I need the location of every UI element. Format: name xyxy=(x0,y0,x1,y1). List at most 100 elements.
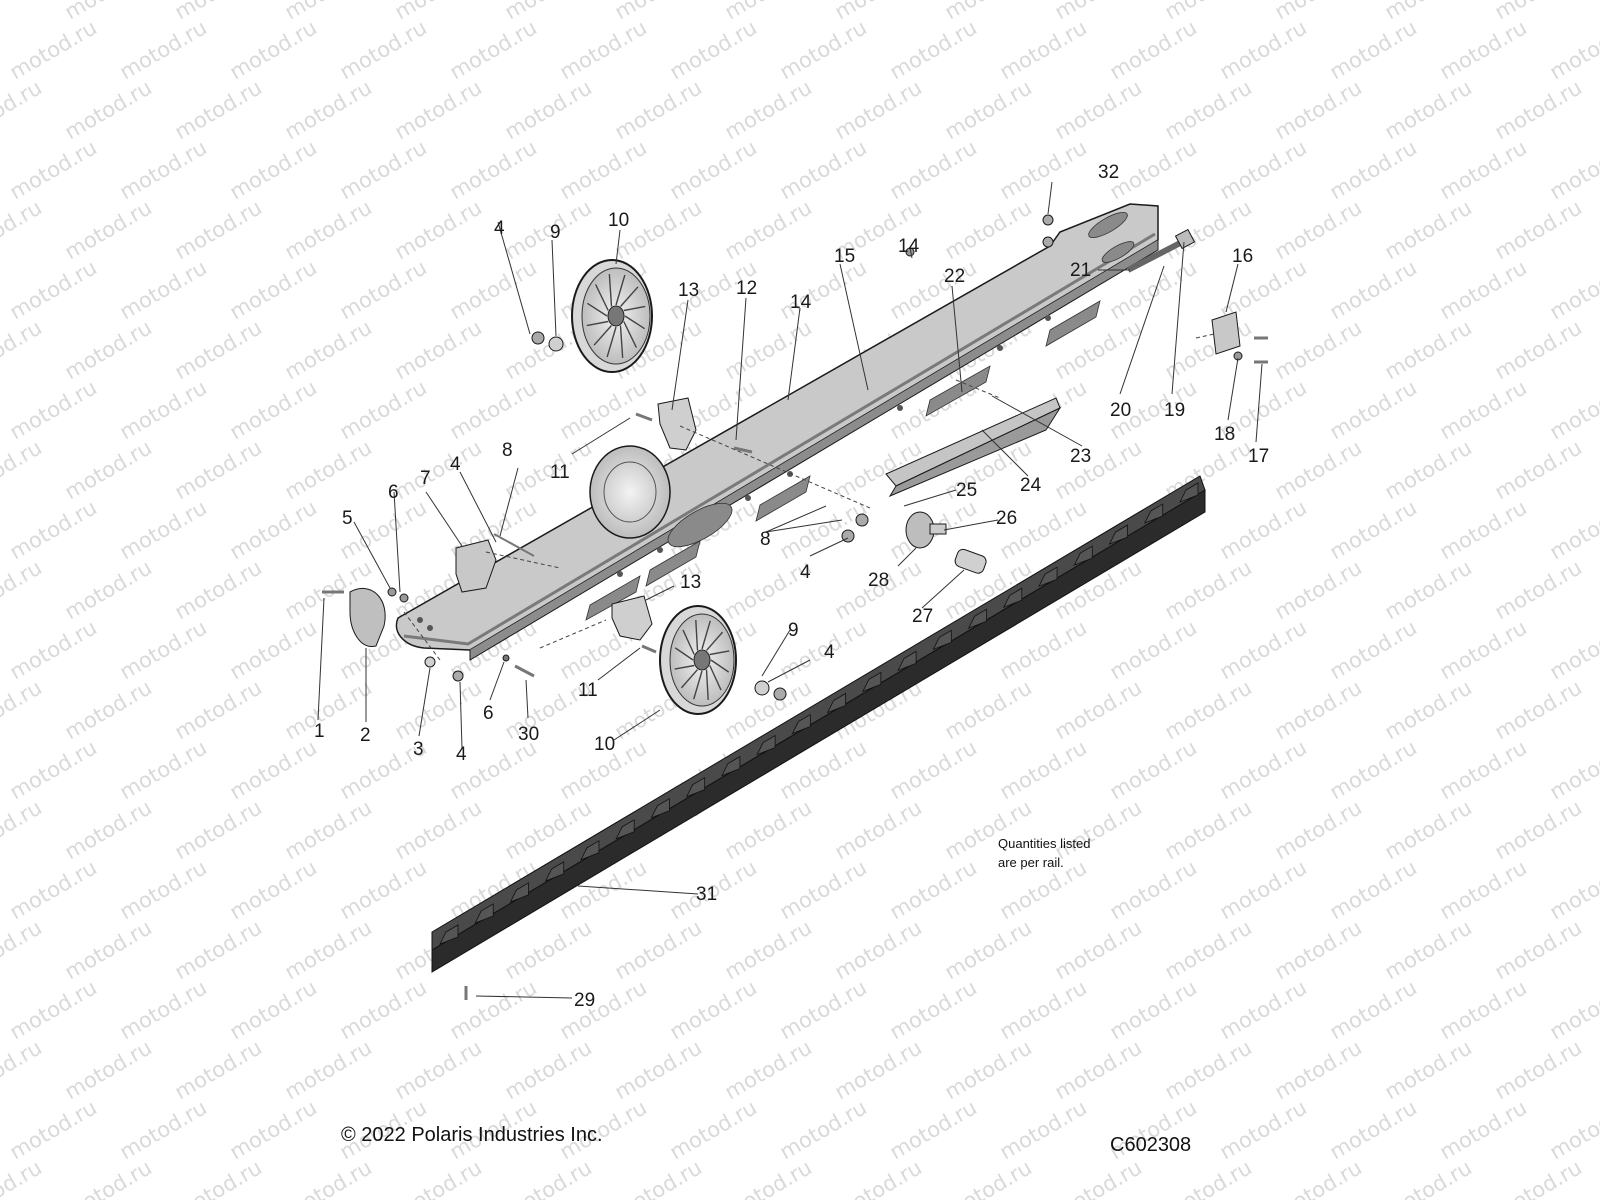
hardware-parts xyxy=(322,214,1268,1000)
watermark-text: motod.ru xyxy=(1106,615,1201,684)
callout-1: 1 xyxy=(314,721,325,742)
watermark-text: motod.ru xyxy=(116,135,211,204)
watermark-text: motod.ru xyxy=(501,915,596,984)
watermark-text: motod.ru xyxy=(6,855,101,924)
watermark-text: motod.ru xyxy=(1491,435,1586,504)
watermark-text: motod.ru xyxy=(336,855,431,924)
watermark-text: motod.ru xyxy=(281,315,376,384)
wheel-spoke xyxy=(680,669,699,689)
watermark-text: motod.ru xyxy=(831,915,926,984)
watermark-text: motod.ru xyxy=(1381,75,1476,144)
watermark-text: motod.ru xyxy=(1161,75,1256,144)
watermark-text: motod.ru xyxy=(1326,135,1421,204)
wear-strip-tooth xyxy=(1002,587,1023,608)
watermark-text: motod.ru xyxy=(1546,735,1600,804)
watermark-text: motod.ru xyxy=(886,135,981,204)
wheel-spoke xyxy=(593,325,613,346)
watermark-text: motod.ru xyxy=(281,1035,376,1104)
callout-5: 5 xyxy=(342,508,353,529)
watermark-text: motod.ru xyxy=(1381,795,1476,864)
wheel-spoke xyxy=(693,670,703,700)
watermark-text: motod.ru xyxy=(886,735,981,804)
watermark-text: motod.ru xyxy=(171,315,266,384)
watermark-text: motod.ru xyxy=(1106,855,1201,924)
watermark-text: motod.ru xyxy=(1326,255,1421,324)
watermark-text: motod.ru xyxy=(226,255,321,324)
watermark-text: motod.ru xyxy=(61,0,156,24)
watermark-text: motod.ru xyxy=(1161,0,1256,24)
watermark-text: motod.ru xyxy=(611,1155,706,1200)
watermark-text: motod.ru xyxy=(171,675,266,744)
watermark-text: motod.ru xyxy=(1051,75,1146,144)
watermark-text: motod.ru xyxy=(1491,555,1586,624)
watermark-text: motod.ru xyxy=(1161,315,1256,384)
wheel-spoke xyxy=(608,274,613,307)
watermark-text: motod.ru xyxy=(996,15,1091,84)
watermark-text: motod.ru xyxy=(1491,315,1586,384)
callout-4b: 4 xyxy=(824,642,835,663)
watermark-text: motod.ru xyxy=(941,915,1036,984)
watermark-text: motod.ru xyxy=(1161,795,1256,864)
watermark-text: motod.ru xyxy=(391,315,486,384)
leader-lines xyxy=(317,181,1263,999)
watermark-text: motod.ru xyxy=(611,75,706,144)
watermark-text: motod.ru xyxy=(1436,615,1531,684)
watermark-text: motod.ru xyxy=(721,75,816,144)
watermark-text: motod.ru xyxy=(0,435,46,504)
watermark-text: motod.ru xyxy=(391,75,486,144)
watermark-text: motod.ru xyxy=(611,915,706,984)
watermark-text: motod.ru xyxy=(1271,1155,1366,1200)
callout-30: 30 xyxy=(518,724,539,745)
callout-11b: 11 xyxy=(550,462,570,483)
callout-15: 15 xyxy=(834,246,855,267)
watermark-text: motod.ru xyxy=(1051,915,1146,984)
wheel-spoke xyxy=(619,325,624,358)
callout-labels: 1 2 3 4 6 30 10 11 9 4 13 11 13 12 14 15… xyxy=(314,162,1269,1011)
watermark-text: motod.ru xyxy=(1216,495,1311,564)
callout-4a: 4 xyxy=(456,744,467,765)
watermark-text: motod.ru xyxy=(941,1155,1036,1200)
wear-strip-tooth xyxy=(791,713,811,735)
watermark-text: motod.ru xyxy=(446,975,541,1044)
watermark-text: motod.ru xyxy=(0,795,46,864)
wear-strip-tooth xyxy=(897,650,917,672)
callout-14b: 14 xyxy=(898,236,920,257)
callout-8a: 8 xyxy=(502,440,513,461)
watermark-text: motod.ru xyxy=(1161,1155,1256,1200)
watermark-text: motod.ru xyxy=(1106,15,1201,84)
watermark-text: motod.ru xyxy=(831,1155,926,1200)
watermark-text: motod.ru xyxy=(1326,735,1421,804)
watermark-text: motod.ru xyxy=(226,1095,321,1164)
watermark-text: motod.ru xyxy=(1381,1155,1476,1200)
watermark-text: motod.ru xyxy=(281,75,376,144)
watermark-text: motod.ru xyxy=(171,195,266,264)
watermark-text: motod.ru xyxy=(996,1095,1091,1164)
watermark-text: motod.ru xyxy=(1326,15,1421,84)
watermark-text: motod.ru xyxy=(171,795,266,864)
watermark-text: motod.ru xyxy=(226,375,321,444)
watermark-text: motod.ru xyxy=(1546,495,1600,564)
watermark-text: motod.ru xyxy=(61,915,156,984)
watermark-text: motod.ru xyxy=(1381,315,1476,384)
watermark-text: motod.ru xyxy=(171,1155,266,1200)
wheel-spoke xyxy=(619,286,639,307)
watermark-text: motod.ru xyxy=(1161,555,1256,624)
watermark-text: motod.ru xyxy=(281,1155,376,1200)
watermark-text: motod.ru xyxy=(1491,795,1586,864)
watermark-text: motod.ru xyxy=(1491,675,1586,744)
callout-3: 3 xyxy=(413,739,424,760)
watermark-text: motod.ru xyxy=(611,1035,706,1104)
watermark-text: motod.ru xyxy=(1381,555,1476,624)
watermark-text: motod.ru xyxy=(0,75,46,144)
watermark-text: motod.ru xyxy=(6,135,101,204)
watermark-text: motod.ru xyxy=(1491,1035,1586,1104)
watermark-text: motod.ru xyxy=(1326,855,1421,924)
watermark-text: motod.ru xyxy=(721,1035,816,1104)
watermark-text: motod.ru xyxy=(6,615,101,684)
watermark-text: motod.ru xyxy=(776,255,871,324)
watermark-text: motod.ru xyxy=(116,255,211,324)
watermark-text: motod.ru xyxy=(391,675,486,744)
callout-16: 16 xyxy=(1232,246,1253,267)
watermark-text: motod.ru xyxy=(1161,675,1256,744)
